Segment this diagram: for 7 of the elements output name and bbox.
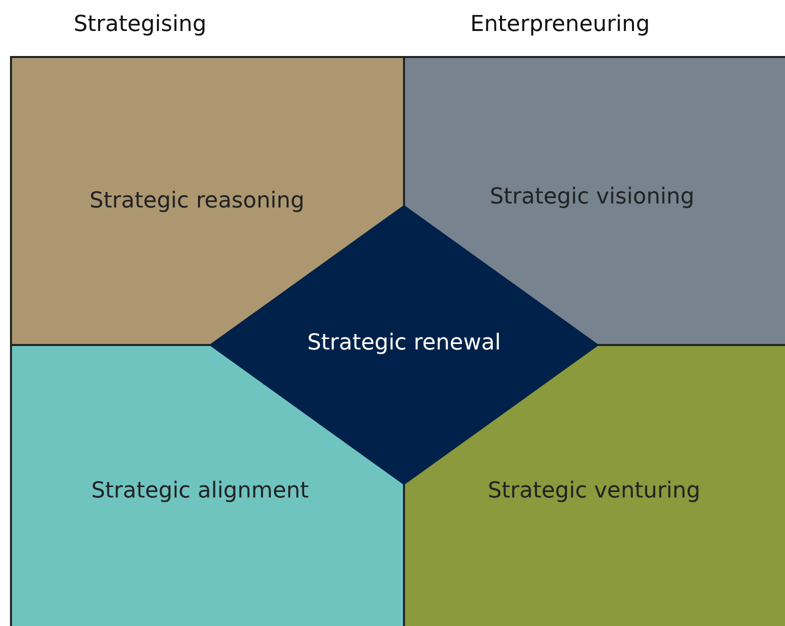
column-heading: Enterpreneuring [470, 12, 650, 37]
quadrant-label: Strategic alignment [91, 478, 309, 504]
quadrant-label: Strategic reasoning [90, 188, 304, 214]
column-heading: Strategising [74, 12, 206, 37]
quadrant-label: Strategic venturing [488, 478, 700, 504]
quadrant-label: Strategic visioning [490, 184, 694, 210]
center-label: Strategic renewal [307, 330, 501, 356]
